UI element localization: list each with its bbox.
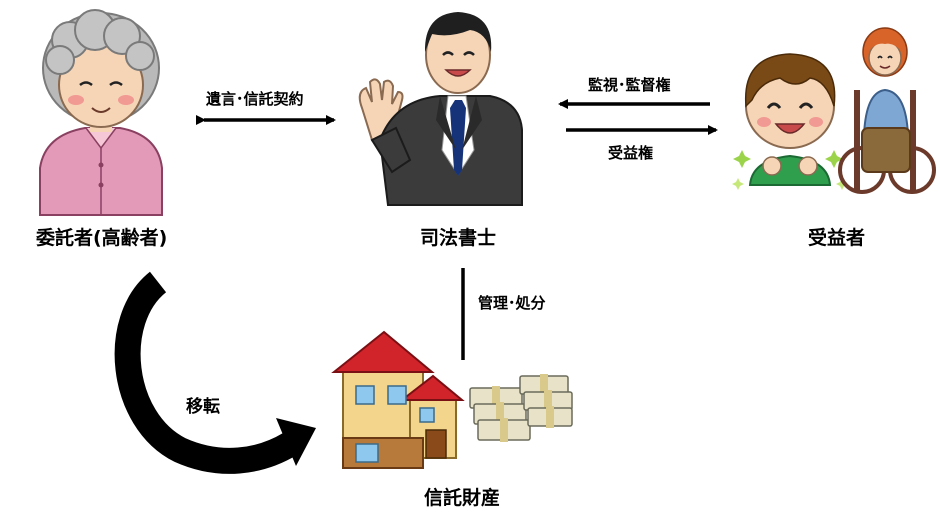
beneficiary-label: 受益者 [808,227,866,249]
trust-property-label: 信託財産 [424,487,501,509]
beneficial-rights-label: 受益権 [608,144,654,162]
transfer-label: 移転 [186,397,220,417]
management-disposal-label: 管理･処分 [478,294,546,312]
elderly-woman-icon [39,9,163,216]
businessman-icon [358,12,523,206]
will-trust-contract-label: 遺言･信託契約 [206,90,304,108]
scrivener-label: 司法書士 [420,227,497,249]
settlor-label: 委託者(高齢者) [36,227,168,249]
wheelchair-woman-icon [838,27,936,194]
arrow-transfer [114,271,316,474]
supervision-rights-label: 監視･監督権 [588,76,671,94]
house-icon [331,330,465,469]
money-stack-icon [469,374,573,442]
happy-child-icon [732,53,848,190]
